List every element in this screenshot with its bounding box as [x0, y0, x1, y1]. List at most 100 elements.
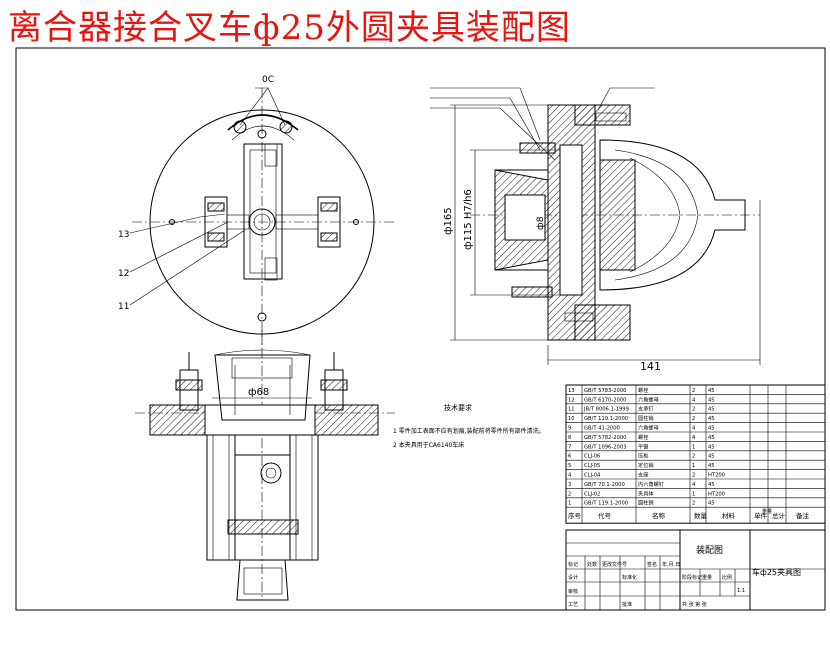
title-block-scale: 比例 — [722, 574, 732, 581]
bom-header: 数量 — [694, 511, 708, 520]
title-block-change-doc: 更改文件号 — [602, 561, 627, 568]
technical-notes: 技术要求 1 零件加工表面不应有划痕,装配前将零件所有部件清洗。 2 本夹具用于… — [393, 403, 545, 449]
top-callout-label: 0C — [262, 75, 274, 85]
bom-cell-no: 10 — [568, 416, 575, 422]
bom-cell-name: 螺栓 — [638, 386, 649, 394]
bom-cell-name: 螺栓 — [638, 433, 649, 441]
title-block-review: 审核 — [568, 588, 578, 595]
bom-cell-no: 3 — [568, 482, 571, 488]
bom-cell-material: 45 — [708, 444, 715, 450]
bom-cell-qty: 1 — [692, 444, 695, 450]
bom-cell-qty: 2 — [692, 454, 695, 460]
side-section-view: ф165 ф115 H7/h6 ф8 141 — [430, 87, 761, 373]
bom-cell-code: GB/T 5782-2000 — [584, 435, 626, 441]
bom-cell-material: 45 — [708, 388, 715, 394]
title-block-part-name: 车ф25夹具图 — [752, 567, 801, 577]
bom-header: 备注 — [796, 511, 810, 520]
bom-cell-code: CLJ-02 — [584, 491, 600, 497]
bom-cell-name: 六角螺母 — [638, 395, 659, 403]
bom-cell-qty: 1 — [692, 491, 695, 497]
bom-cell-name: 内六角螺钉 — [638, 480, 664, 488]
notes-line-2: 2 本夹具用于CA6140车床 — [393, 441, 464, 449]
title-block-signature: 签名 — [647, 561, 657, 568]
bom-header: 序号 — [568, 511, 582, 520]
bom-cell-qty: 2 — [692, 501, 695, 507]
bom-cell-name: 支承钉 — [638, 405, 654, 413]
title-block-date: 年.月.日 — [662, 561, 680, 568]
bom-cell-material: 45 — [708, 416, 715, 422]
bom-cell-qty: 2 — [692, 407, 695, 413]
bom-cell-material: 45 — [708, 426, 715, 432]
bom-cell-name: 夹具体 — [638, 489, 654, 497]
title-block-process: 工艺 — [568, 602, 578, 608]
dim-phi8: ф8 — [536, 216, 546, 230]
title-block-drawing-name: 装配图 — [696, 544, 723, 556]
bom-header: 总计 — [772, 511, 786, 520]
bom-cell-no: 7 — [568, 444, 571, 450]
front-section-view: ф68 — [135, 330, 395, 601]
bom-cell-name: 平键 — [638, 442, 648, 450]
bom-cell-code: GB/T 41-2000 — [584, 426, 620, 432]
bom-cell-name: 定位销 — [638, 461, 654, 469]
bom-cell-material: HT200 — [708, 491, 725, 497]
bom-cell-qty: 2 — [692, 473, 695, 479]
bom-cell-code: GB/T 119.1-2000 — [584, 416, 628, 422]
bom-header: 名称 — [652, 511, 666, 520]
bom-cell-qty: 1 — [692, 463, 695, 469]
bom-cell-code: CLJ-04 — [584, 473, 601, 479]
bom-cell-code: CLJ-06 — [584, 454, 600, 460]
bom-cell-code: GB/T 1096-2003 — [584, 444, 626, 450]
bom-header-weight: 重量 — [762, 508, 772, 515]
part-number-13: 13 — [118, 230, 129, 240]
bom-cell-qty: 2 — [692, 388, 695, 394]
bom-cell-no: 5 — [568, 463, 571, 469]
bom-cell-qty: 2 — [692, 416, 695, 422]
bom-cell-material: 45 — [708, 501, 715, 507]
bom-cell-name: 圆柱销 — [638, 414, 654, 422]
bom-cell-material: 45 — [708, 435, 715, 441]
drawing-frame — [15, 47, 826, 611]
bom-cell-no: 12 — [568, 397, 575, 403]
dim-phi68: ф68 — [248, 387, 269, 398]
bom-cell-material: 45 — [708, 407, 715, 413]
bom-cell-qty: 4 — [692, 426, 696, 432]
bom-cell-no: 4 — [568, 473, 572, 479]
bom-header: 代号 — [598, 511, 612, 520]
title-block-sheets: 共 张 第 张 — [682, 601, 707, 608]
bom-cell-no: 11 — [568, 407, 575, 413]
title-block-weight: 重量 — [702, 574, 712, 581]
bom-cell-code: GB/T 6170-2000 — [584, 397, 626, 403]
bom-cell-code: GB/T 5783-2000 — [584, 388, 626, 394]
bom-cell-qty: 4 — [692, 435, 696, 441]
bom-cell-material: 45 — [708, 397, 715, 403]
title-block: 装配图 车ф25夹具图 标记 处数 更改文件号 签名 年.月.日 设计 标准化 … — [565, 529, 826, 611]
bom-cell-no: 6 — [568, 454, 571, 460]
title-block-standardization: 标准化 — [622, 574, 637, 581]
dim-phi165: ф165 — [443, 207, 454, 235]
notes-heading: 技术要求 — [444, 403, 472, 412]
bom-cell-no: 1 — [568, 501, 571, 507]
bom-cell-name: 支座 — [638, 471, 648, 479]
bom-header: 材料 — [722, 511, 736, 520]
title-block-stage-mark: 阶段标记 — [682, 574, 702, 581]
bom-cell-material: HT200 — [708, 473, 725, 479]
top-view: 0C 13 12 11 — [118, 75, 395, 345]
notes-line-1: 1 零件加工表面不应有划痕,装配前将零件所有部件清洗。 — [393, 427, 545, 435]
bom-cell-material: 45 — [708, 454, 715, 460]
bom-cell-code: JB/T 8006.1-1999 — [583, 407, 629, 413]
title-block-scale-value: 1:1 — [737, 588, 745, 594]
bom-cell-no: 9 — [568, 426, 571, 432]
bom-cell-no: 2 — [568, 491, 571, 497]
bom-cell-name: 圆柱销 — [638, 499, 654, 507]
title-block-mark: 标记 — [568, 561, 578, 568]
dim-phi115: ф115 H7/h6 — [463, 189, 474, 250]
bom-cell-name: 六角螺母 — [638, 424, 659, 432]
bom-cell-name: 压板 — [638, 452, 649, 460]
bom-cell-material: 45 — [708, 463, 715, 469]
title-block-approve: 批准 — [622, 601, 632, 608]
bom-cell-no: 8 — [568, 435, 571, 441]
title-block-design: 设计 — [568, 574, 578, 581]
part-number-12: 12 — [118, 269, 129, 279]
